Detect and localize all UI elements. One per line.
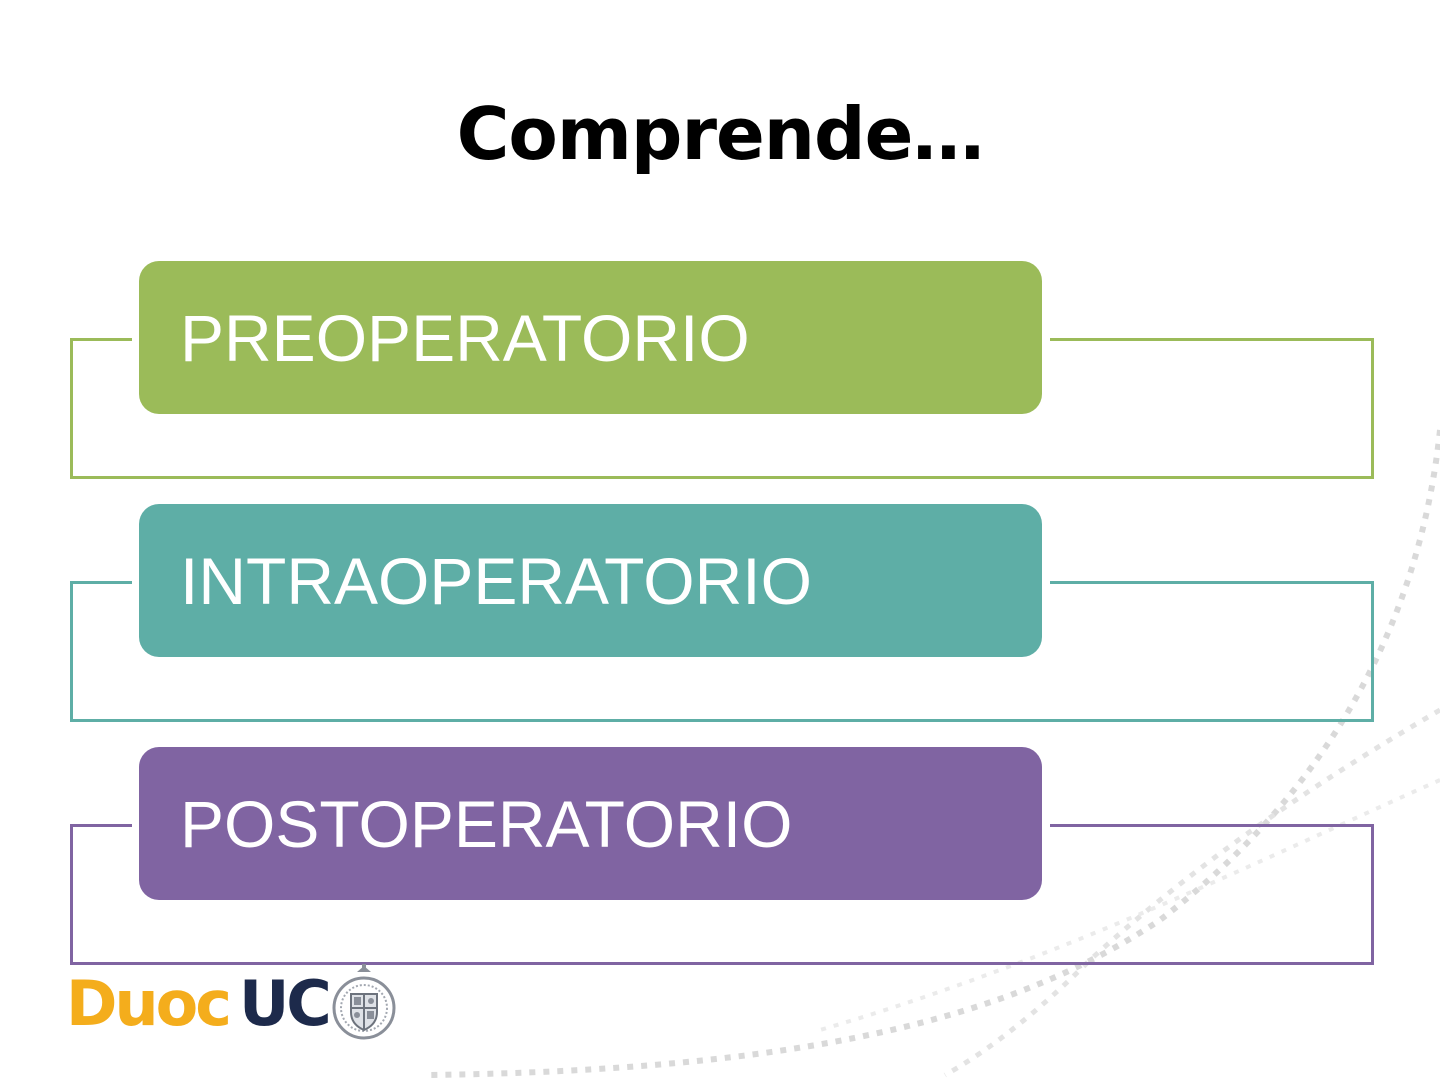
logo-uc-text: UC [238, 966, 332, 1040]
duoc-uc-logo: Duoc UC [66, 962, 397, 1044]
logo-duoc-text: Duoc [66, 966, 232, 1040]
phase-label: PREOPERATORIO [180, 300, 750, 375]
phase-label: INTRAOPERATORIO [180, 543, 812, 618]
phase-box: PREOPERATORIO [139, 261, 1042, 414]
phase-box: POSTOPERATORIO [139, 747, 1042, 900]
phase-postoperatorio: POSTOPERATORIO [70, 747, 1374, 965]
university-seal-icon [332, 964, 396, 1040]
phase-box: INTRAOPERATORIO [139, 504, 1042, 657]
phase-label: POSTOPERATORIO [180, 786, 793, 861]
phase-preoperatorio: PREOPERATORIO [70, 261, 1374, 479]
phase-intraoperatorio: INTRAOPERATORIO [70, 504, 1374, 722]
slide-title: Comprende… [456, 92, 985, 176]
